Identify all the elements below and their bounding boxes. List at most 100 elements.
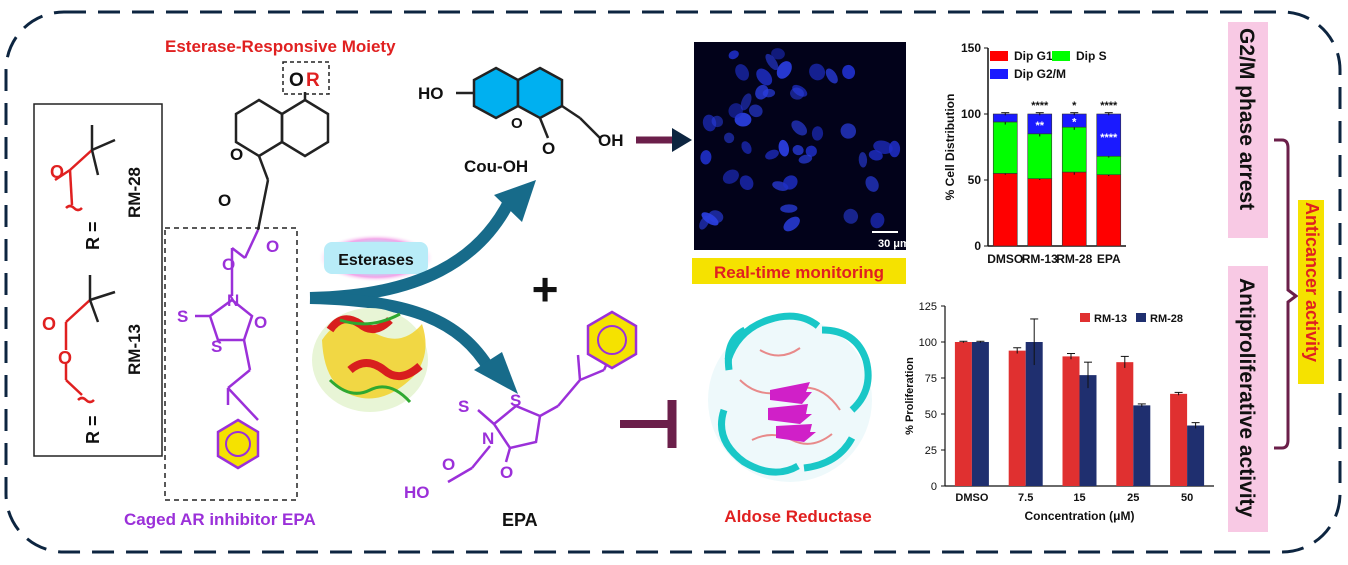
r-equals-bottom: R = (83, 415, 103, 444)
caged-carbonyl-oxygen: O (222, 255, 235, 274)
y-tick-label: 75 (925, 373, 937, 385)
nucleus (778, 139, 790, 157)
aldose-reductase-label: Aldose Reductase (724, 507, 871, 526)
scale-bar-label: 30 μm (878, 238, 910, 250)
or-r-atom: R (306, 70, 320, 91)
caged-nitrogen: N (227, 291, 239, 310)
legend-label: RM-28 (1150, 313, 1183, 325)
rm28-structure (54, 125, 116, 212)
y-tick-label: 0 (931, 481, 937, 493)
caged-thione-sulfur: S (177, 307, 188, 326)
significance-inner: ** (1035, 120, 1044, 132)
x-tick-label: DMSO (987, 252, 1023, 266)
y-tick-label: 100 (919, 337, 937, 349)
x-axis-label: Concentration (μM) (1025, 509, 1135, 523)
caged-epa-box (164, 227, 298, 501)
nucleus (741, 141, 752, 154)
epa-nitrogen: N (482, 429, 494, 448)
nucleus (798, 154, 813, 164)
substituent-panel (33, 103, 163, 457)
or-o-atom: O (289, 70, 304, 91)
nucleus (722, 169, 739, 184)
stack-segment (992, 173, 1018, 247)
stack-segment (1061, 126, 1087, 173)
y-axis-label: % Cell Distribution (943, 94, 957, 201)
cou-oh-ring-oxygen: O (511, 115, 523, 132)
cou-oh-carbonyl-oxygen: O (542, 139, 555, 158)
nucleus (865, 176, 879, 192)
nucleus (811, 126, 824, 141)
nucleus (771, 48, 785, 60)
nucleus (870, 212, 885, 229)
stack-segment (1096, 174, 1122, 247)
nucleus (739, 175, 754, 191)
nucleus (783, 175, 798, 190)
x-tick-label: 25 (1127, 492, 1139, 504)
rm13-structure (64, 275, 116, 404)
stack-segment (1061, 171, 1087, 247)
significance-top: **** (1100, 100, 1118, 112)
rm13-oxygen-ester: O (58, 348, 72, 368)
nucleus (708, 210, 724, 223)
x-tick-label: 50 (1181, 492, 1193, 504)
y-tick-label: 150 (961, 41, 981, 55)
cou-oh-label: Cou-OH (464, 157, 528, 176)
nucleus (723, 132, 735, 144)
significance-top: **** (1031, 100, 1049, 112)
y-axis-label: % Proliferation (904, 357, 916, 435)
legend-swatch (990, 51, 1008, 61)
cou-oh-ho: HO (418, 84, 444, 103)
caged-epa-label: Caged AR inhibitor EPA (124, 510, 316, 529)
aldose-reductase-image (708, 312, 872, 482)
nucleus (765, 53, 779, 71)
nucleus (842, 64, 856, 80)
nucleus (873, 140, 893, 154)
stained-cells (699, 48, 901, 232)
coumarin-core (234, 92, 330, 231)
arrow-to-microscopy-head (672, 128, 692, 152)
x-tick-label: 7.5 (1018, 492, 1033, 504)
nucleus (756, 68, 773, 86)
coumarin-carbonyl-oxygen: O (218, 191, 231, 210)
bar (1025, 342, 1043, 486)
stack-segment (1096, 155, 1122, 176)
rm13-oxygen-carbonyl: O (42, 314, 56, 334)
bar (1133, 405, 1151, 486)
epa-carbonyl-oxygen: O (500, 463, 513, 482)
bar (1116, 362, 1134, 486)
y-tick-label: 0 (974, 239, 981, 253)
caged-ester-oxygen: O (266, 237, 279, 256)
bar (1170, 393, 1188, 486)
rm13-label: RM-13 (125, 324, 144, 375)
nucleus (699, 215, 710, 230)
nucleus (809, 63, 826, 81)
coumarin-ring-oxygen: O (230, 145, 243, 164)
caged-phenyl-aromatic (225, 431, 251, 457)
epa-hydroxyl: HO (404, 483, 430, 502)
nucleus (790, 87, 804, 100)
nucleus (711, 115, 723, 128)
bar (954, 342, 972, 486)
nucleus (791, 120, 808, 136)
nucleus (749, 104, 763, 118)
g2m-pill (1228, 22, 1268, 238)
nucleus (888, 140, 901, 158)
significance-top: * (1072, 100, 1077, 112)
legend-swatch (1080, 313, 1090, 322)
bar (1079, 375, 1097, 486)
epa-phenyl-ring (586, 310, 638, 370)
legend-swatch (1136, 313, 1146, 322)
bar (1187, 425, 1205, 486)
x-tick-label: RM-28 (1056, 252, 1092, 266)
r-equals-top: R = (83, 221, 103, 250)
realtime-label: Real-time monitoring (714, 263, 884, 282)
stack-segment (992, 121, 1018, 174)
nucleus (755, 84, 769, 100)
x-tick-label: 15 (1073, 492, 1085, 504)
caged-phenyl-ring (216, 418, 260, 470)
rm28-oxygen: O (50, 162, 64, 182)
